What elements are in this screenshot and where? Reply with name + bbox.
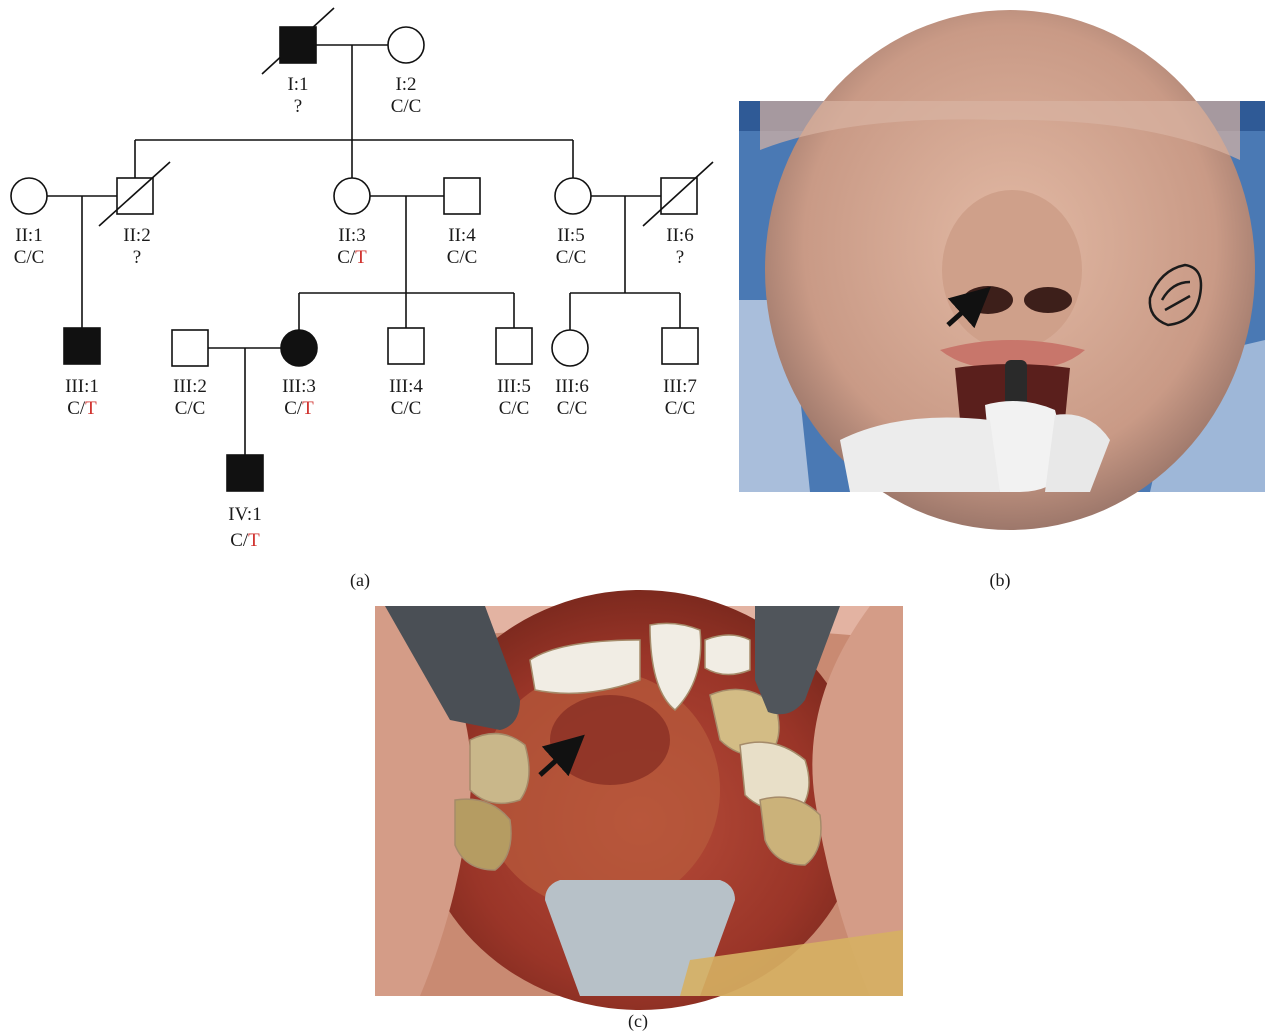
id-label: III:6 — [555, 376, 589, 397]
id-label: II:2 — [123, 225, 150, 246]
individual-IV-1-symbol — [227, 455, 263, 491]
genotype-label: ? — [294, 96, 302, 117]
individual-I-1-symbol — [280, 27, 316, 63]
pedigree-chart: I:1 ? I:2 C/C II:1 C/C II:2 ? II:3 C/T I… — [11, 8, 713, 591]
id-label: III:2 — [173, 376, 207, 397]
individual-III-1-symbol — [64, 328, 100, 364]
individual-II-5-symbol — [555, 178, 591, 214]
genotype-label: C/C — [499, 398, 530, 419]
caption-b: (b) — [990, 570, 1011, 591]
individual-III-3-symbol — [281, 330, 317, 366]
genotype-label: C/C — [14, 247, 45, 268]
id-label: III:7 — [663, 376, 697, 397]
id-label: III:1 — [65, 376, 99, 397]
id-label: II:3 — [338, 225, 365, 246]
caption-a: (a) — [350, 570, 370, 591]
variant-allele: T — [248, 530, 260, 551]
individual-III-2-symbol — [172, 330, 208, 366]
id-label: III:5 — [497, 376, 531, 397]
genotype-label: C/C — [391, 398, 422, 419]
pedigree-labels: I:1 ? I:2 C/C II:1 C/C II:2 ? II:3 C/T I… — [14, 74, 697, 551]
id-label: IV:1 — [228, 504, 261, 525]
id-label: I:2 — [395, 74, 416, 95]
individual-II-6-symbol — [661, 178, 697, 214]
genotype-label: C/T — [337, 247, 367, 268]
genotype-label: C/T — [284, 398, 314, 419]
photo-b-face: (b) — [739, 10, 1265, 591]
variant-allele: T — [85, 398, 97, 419]
id-label: III:3 — [282, 376, 316, 397]
id-label: II:4 — [448, 225, 476, 246]
genotype-label: ? — [133, 247, 141, 268]
individual-III-4-symbol — [388, 328, 424, 364]
genotype-label: C/C — [556, 247, 587, 268]
id-label: II:5 — [557, 225, 584, 246]
id-label: II:1 — [15, 225, 42, 246]
photo-c-oral-cavity: (c) — [375, 590, 903, 1032]
id-label: II:6 — [666, 225, 693, 246]
genotype-label: C/T — [67, 398, 97, 419]
genotype-label: C/C — [557, 398, 588, 419]
individual-III-7-symbol — [662, 328, 698, 364]
id-label: III:4 — [389, 376, 423, 397]
individual-III-6-symbol — [552, 330, 588, 366]
genotype-label: C/C — [391, 96, 422, 117]
variant-allele: T — [302, 398, 314, 419]
caption-c: (c) — [628, 1011, 648, 1032]
id-label: I:1 — [287, 74, 308, 95]
genotype-label: C/T — [230, 530, 260, 551]
individual-II-1-symbol — [11, 178, 47, 214]
variant-allele: T — [355, 247, 367, 268]
individual-II-4-symbol — [444, 178, 480, 214]
individual-III-5-symbol — [496, 328, 532, 364]
individual-II-2-symbol — [117, 178, 153, 214]
individual-I-2-symbol — [388, 27, 424, 63]
genotype-label: C/C — [175, 398, 206, 419]
individual-II-3-symbol — [334, 178, 370, 214]
genotype-label: ? — [676, 247, 684, 268]
genotype-label: C/C — [665, 398, 696, 419]
genotype-label: C/C — [447, 247, 478, 268]
